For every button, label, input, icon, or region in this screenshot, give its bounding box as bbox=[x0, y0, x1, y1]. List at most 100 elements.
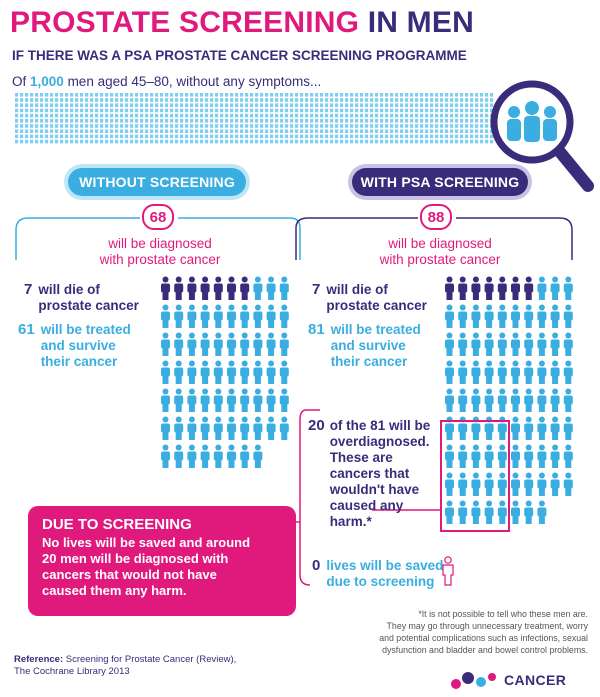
population-dot bbox=[475, 98, 479, 102]
person-survived-icon bbox=[227, 332, 236, 356]
population-dot bbox=[250, 139, 254, 144]
population-dot bbox=[25, 129, 29, 133]
population-dot bbox=[430, 124, 434, 128]
population-dot bbox=[400, 134, 404, 139]
population-dot bbox=[350, 134, 354, 139]
population-dot bbox=[415, 119, 419, 123]
population-dot bbox=[460, 103, 464, 107]
population-dot bbox=[25, 139, 29, 144]
population-dot bbox=[320, 139, 324, 144]
population-dot bbox=[300, 98, 304, 102]
population-dot bbox=[390, 103, 394, 107]
person-survived-icon bbox=[458, 472, 468, 496]
population-dot bbox=[470, 98, 474, 102]
population-dot bbox=[245, 103, 249, 107]
population-dot bbox=[320, 103, 324, 107]
person-survived-icon bbox=[200, 332, 210, 356]
population-dot bbox=[315, 98, 319, 102]
person-survived-icon bbox=[524, 472, 534, 496]
person-survived-icon bbox=[497, 388, 507, 412]
population-dot bbox=[325, 98, 329, 102]
population-dot bbox=[135, 98, 139, 102]
population-dot bbox=[70, 108, 74, 113]
population-dot bbox=[470, 129, 474, 133]
population-dot bbox=[120, 108, 124, 113]
population-dot bbox=[290, 113, 294, 118]
due-heading: DUE TO SCREENING bbox=[42, 516, 192, 533]
population-dot bbox=[130, 124, 134, 128]
population-dot bbox=[270, 108, 274, 113]
population-dot bbox=[45, 98, 49, 102]
population-dot bbox=[30, 98, 34, 102]
population-dot bbox=[60, 124, 64, 128]
population-dot bbox=[20, 139, 24, 144]
person-survived-icon bbox=[563, 444, 573, 468]
population-dot bbox=[250, 93, 254, 97]
person-survived-icon bbox=[550, 472, 560, 496]
population-dot bbox=[415, 139, 419, 144]
right-diagnosed-count: 88 bbox=[420, 204, 452, 230]
population-dot bbox=[95, 134, 99, 139]
population-dot bbox=[105, 113, 109, 118]
population-dot bbox=[470, 93, 474, 97]
population-dot bbox=[190, 98, 194, 102]
population-dot bbox=[20, 108, 24, 113]
population-dot bbox=[210, 139, 214, 144]
population-dot bbox=[455, 108, 459, 113]
population-dot bbox=[305, 139, 309, 144]
population-dot bbox=[170, 108, 174, 113]
population-dot bbox=[220, 119, 224, 123]
person-survived-icon bbox=[484, 332, 494, 356]
person-survived-icon bbox=[511, 388, 520, 412]
population-dot bbox=[120, 124, 124, 128]
person-died-icon bbox=[445, 276, 454, 300]
population-dot bbox=[35, 98, 39, 102]
population-dot bbox=[175, 108, 179, 113]
person-survived-icon bbox=[497, 360, 507, 384]
population-dot bbox=[135, 108, 139, 113]
person-survived-icon bbox=[227, 388, 236, 412]
population-dot bbox=[85, 119, 89, 123]
population-dot bbox=[190, 134, 194, 139]
population-dot bbox=[390, 139, 394, 144]
population-dot bbox=[315, 139, 319, 144]
population-dot bbox=[340, 98, 344, 102]
population-dot bbox=[360, 93, 364, 97]
population-dot bbox=[270, 124, 274, 128]
population-dot bbox=[485, 139, 489, 144]
population-dot bbox=[445, 139, 449, 144]
population-dot bbox=[270, 129, 274, 133]
population-dot bbox=[95, 119, 99, 123]
population-dot bbox=[315, 93, 319, 97]
population-dot bbox=[235, 119, 239, 123]
population-dot bbox=[355, 134, 359, 139]
person-survived-icon bbox=[266, 304, 276, 328]
person-survived-icon bbox=[550, 276, 560, 300]
population-dot bbox=[450, 119, 454, 123]
population-dot bbox=[150, 119, 154, 123]
person-survived-icon bbox=[253, 360, 263, 384]
population-dot bbox=[240, 129, 244, 133]
population-dot bbox=[440, 134, 444, 139]
person-survived-icon bbox=[511, 416, 520, 440]
population-dot bbox=[100, 108, 104, 113]
population-dot bbox=[285, 113, 289, 118]
person-survived-icon bbox=[266, 388, 276, 412]
population-dot bbox=[170, 98, 174, 102]
population-dot bbox=[150, 134, 154, 139]
person-survived-icon bbox=[471, 416, 481, 440]
population-dot bbox=[460, 124, 464, 128]
reference: Reference: Screening for Prostate Cancer… bbox=[14, 654, 237, 677]
population-dot bbox=[255, 124, 259, 128]
person-survived-icon bbox=[187, 444, 197, 468]
population-dot bbox=[200, 103, 204, 107]
population-dot bbox=[200, 93, 204, 97]
person-survived-icon bbox=[161, 444, 170, 468]
footnote: *It is not possible to tell who these me… bbox=[379, 609, 588, 655]
population-dot bbox=[215, 119, 219, 123]
population-dot bbox=[275, 98, 279, 102]
population-dot bbox=[15, 129, 19, 133]
person-died-icon bbox=[240, 276, 250, 300]
population-dot bbox=[50, 103, 54, 107]
population-dot bbox=[140, 139, 144, 144]
